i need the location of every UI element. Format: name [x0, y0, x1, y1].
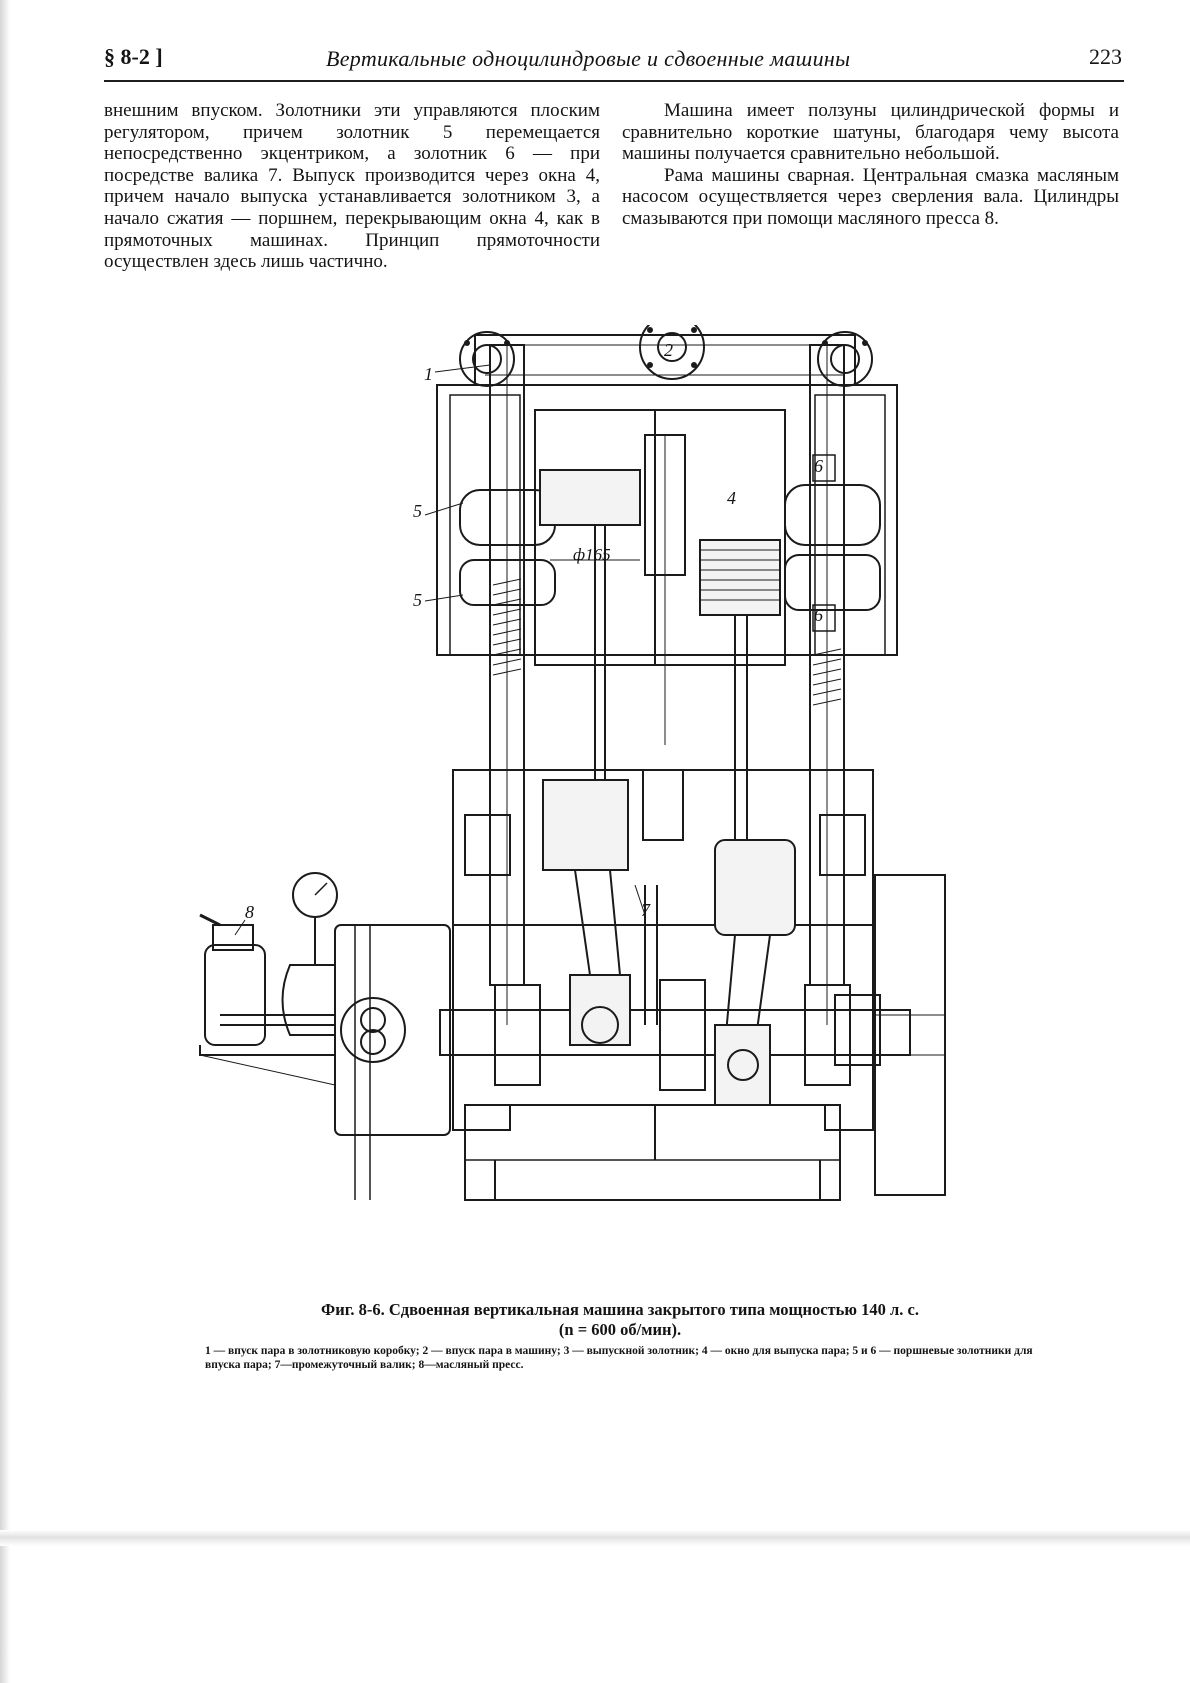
page-number: 223 — [1089, 44, 1122, 69]
figure-caption: Фиг. 8-6. Сдвоенная вертикальная машина … — [200, 1300, 1040, 1340]
center-valve-crosshead — [642, 769, 684, 841]
callout-4: 4 — [727, 488, 736, 508]
dimension-label: ф165 — [573, 545, 611, 564]
valve-body-6-lower — [784, 554, 881, 611]
crosshead-left — [542, 779, 629, 871]
cylinder-right — [654, 409, 786, 666]
right-paragraph-1: Машина имеет ползуны цилиндрической форм… — [622, 100, 1119, 165]
shaft-hub — [834, 994, 881, 1066]
callout-8: 8 — [245, 902, 254, 922]
scan-bottom-shadow — [0, 1530, 1190, 1546]
callout-7: 7 — [641, 900, 650, 920]
main-bearing-right — [804, 984, 851, 1086]
callout-6-upper: 6 — [814, 456, 823, 476]
left-column: внешним впуском. Золотники эти управляют… — [104, 100, 600, 273]
main-bearing-left — [494, 984, 541, 1086]
governor-disc — [340, 997, 406, 1063]
callout-2: 2 — [664, 340, 673, 360]
callout-5-upper: 5 — [413, 501, 422, 521]
figure-legend: 1 — впуск пара в золотниковую коробку; 2… — [205, 1345, 1033, 1371]
right-column: Машина имеет ползуны цилиндрической форм… — [622, 100, 1119, 230]
valve-body-5-lower — [459, 559, 556, 606]
callout-6-lower: 6 — [814, 605, 823, 625]
valve-body-6-upper — [784, 484, 881, 546]
flange-left — [459, 331, 515, 387]
callout-5-lower: 5 — [413, 590, 422, 610]
governor-housing — [334, 924, 451, 1136]
engine-section-drawing — [195, 314, 1025, 1280]
lubricator-8 — [204, 944, 266, 1046]
oil-pump-coupling — [281, 964, 336, 1036]
caption-title: Фиг. 8-6. Сдвоенная вертикальная машина … — [321, 1300, 919, 1319]
crank-web-right — [714, 1024, 771, 1106]
piston-right — [699, 539, 781, 616]
left-column-text: внешним впуском. Золотники эти управляют… — [104, 100, 600, 273]
base-frame — [464, 1104, 841, 1201]
scan-edge-shadow — [0, 0, 10, 1683]
running-title: Вертикальные одноцилиндровые и сдвоенные… — [326, 46, 851, 71]
crankshaft — [439, 1009, 911, 1056]
crosshead-right — [714, 839, 796, 936]
caption-subtitle: (n = 600 об/мин). — [558, 1320, 682, 1339]
piston-left — [539, 469, 641, 526]
cylinder-cover — [436, 384, 898, 656]
page-header: § 8-2 ] Вертикальные одноцилиндровые и с… — [104, 40, 1124, 82]
connecting-rod-left — [573, 869, 622, 976]
eccentric-box-right — [819, 814, 866, 876]
section-number: § 8-2 ] — [104, 44, 163, 69]
eccentric-box-left — [464, 814, 511, 876]
callout-1: 1 — [424, 364, 433, 384]
right-paragraph-2: Рама машины сварная. Центральная смазка … — [622, 164, 1119, 229]
crank-web-left — [569, 974, 631, 1046]
flywheel — [874, 874, 946, 1196]
main-bearing-center — [659, 979, 706, 1091]
